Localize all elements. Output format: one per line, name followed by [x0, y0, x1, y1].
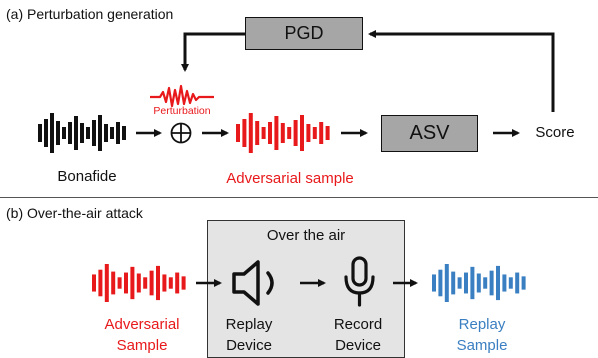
waveform-bar: [38, 124, 42, 142]
asv-label: ASV: [409, 122, 450, 144]
waveform-bar: [124, 272, 128, 294]
replay-device-label: Replay Device: [216, 314, 282, 356]
replay-sample-line2: Sample: [456, 337, 508, 354]
over-the-air-panel: [207, 220, 405, 358]
waveform-bar: [502, 274, 507, 292]
section-a-title: (a) Perturbation generation: [6, 6, 174, 22]
microphone-icon: [344, 256, 375, 307]
waveform-bar: [306, 124, 311, 142]
waveform-bar: [74, 116, 78, 150]
record-device-label: Record Device: [325, 314, 391, 356]
adversarial-sample-label: Adversarial sample: [226, 170, 354, 187]
waveform-bar: [104, 124, 108, 142]
waveform-bar: [483, 277, 488, 289]
waveform-bar: [162, 274, 167, 292]
waveform-bar: [464, 272, 468, 294]
waveform-bar: [268, 122, 272, 144]
pgd-label: PGD: [284, 23, 324, 43]
waveform-bar: [130, 266, 135, 300]
waveform-bar: [255, 121, 260, 145]
speaker-icon: [232, 260, 274, 306]
waveform-bar: [236, 124, 240, 142]
waveform-bar: [280, 123, 285, 143]
bonafide-label: Bonafide: [57, 168, 117, 185]
waveform-bar: [432, 274, 436, 292]
waveform-bar: [175, 272, 180, 294]
waveform-bar: [293, 120, 298, 146]
waveform-bar: [80, 123, 84, 143]
replay-sample-line1: Replay: [458, 316, 506, 333]
waveform-bar: [181, 276, 186, 290]
bonafide-waveform-icon: [38, 113, 126, 153]
waveform-bar: [136, 273, 141, 293]
waveform-bar: [319, 122, 324, 144]
waveform-bar: [496, 265, 500, 301]
waveform-bar: [508, 277, 513, 289]
waveform-bar: [168, 277, 173, 289]
waveform-bar: [86, 127, 90, 139]
over-the-air-title: Over the air: [266, 227, 346, 244]
waveform-bar: [521, 276, 526, 290]
replay-sample-label: Replay Sample: [432, 314, 532, 356]
pgd-box: PGD: [245, 17, 363, 50]
waveform-bar: [274, 116, 279, 150]
waveform-bar: [117, 277, 122, 289]
waveform-bar: [50, 113, 54, 153]
waveform-bar: [62, 127, 66, 139]
waveform-bar: [438, 269, 443, 297]
waveform-bar: [476, 273, 481, 293]
adversarial-label-line1: Adversarial: [104, 316, 180, 333]
waveform-bar: [110, 127, 114, 139]
waveform-bar: [149, 270, 154, 296]
waveform-bar: [98, 115, 102, 151]
sum-icon: [170, 122, 192, 144]
replay-device-line2: Device: [226, 337, 272, 354]
perturbation-wave-icon: [150, 84, 214, 108]
record-device-line1: Record: [333, 316, 383, 333]
waveform-bar: [489, 270, 494, 296]
waveform-bar: [470, 266, 475, 300]
waveform-bar: [242, 119, 247, 147]
waveform-bar: [261, 127, 266, 139]
waveform-bar: [451, 271, 456, 295]
adversarial-sample-b-label: Adversarial Sample: [92, 314, 192, 356]
waveform-bar: [457, 277, 462, 289]
adversarial-label-line2: Sample: [116, 337, 168, 354]
waveform-bar: [325, 126, 330, 140]
waveform-bar: [44, 119, 48, 147]
replay-device-line1: Replay: [225, 316, 273, 333]
pgd-feedback-arrow: [181, 32, 245, 72]
section-b-title: (b) Over-the-air attack: [6, 205, 143, 221]
asv-box: ASV: [381, 115, 478, 152]
waveform-bar: [122, 126, 126, 140]
replay-sample-waveform-icon: [432, 264, 526, 302]
score-label: Score: [535, 124, 575, 141]
section-divider: [0, 197, 598, 198]
waveform-bar: [68, 122, 72, 144]
waveform-bar: [56, 121, 60, 145]
waveform-bar: [156, 265, 160, 301]
waveform-bar: [98, 269, 103, 297]
waveform-bar: [287, 127, 292, 139]
waveform-bar: [444, 264, 449, 302]
adversarial-sample-waveform-icon: [92, 264, 186, 302]
adversarial-waveform-icon: [236, 113, 330, 153]
waveform-bar: [143, 277, 148, 289]
record-device-line2: Device: [335, 337, 381, 354]
waveform-bar: [111, 271, 116, 295]
waveform-bar: [515, 272, 520, 294]
waveform-bar: [92, 274, 96, 292]
perturbation-label: Perturbation: [153, 105, 211, 117]
waveform-bar: [104, 264, 109, 302]
waveform-bar: [248, 113, 253, 153]
waveform-bar: [92, 120, 96, 146]
waveform-bar: [312, 127, 317, 139]
waveform-bar: [116, 122, 120, 144]
score-to-pgd-arrow: [368, 30, 555, 112]
waveform-bar: [300, 115, 304, 151]
